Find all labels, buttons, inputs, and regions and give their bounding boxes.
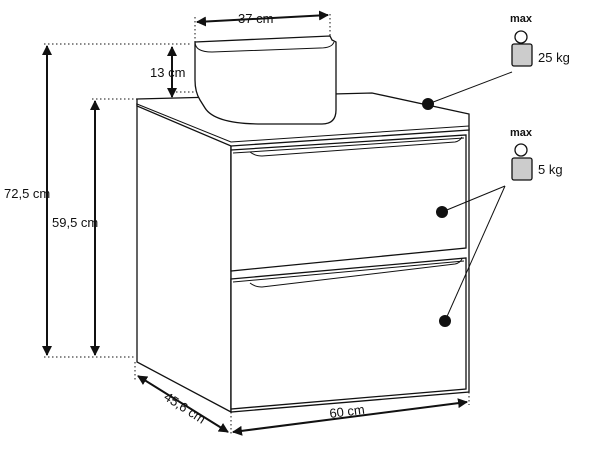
upper-drawer-handle xyxy=(249,136,463,157)
basin xyxy=(194,35,337,125)
cabinet-side-panel xyxy=(136,103,232,414)
lower-drawer-handle xyxy=(249,258,463,288)
countertop-max-label: max xyxy=(510,13,533,25)
top-width-label: 37 cm xyxy=(238,11,273,26)
upper-drawer xyxy=(230,134,467,272)
weight-icon xyxy=(511,30,533,67)
total-height-label: 72,5 cm xyxy=(4,186,50,201)
weight-icon xyxy=(511,143,533,181)
lower-drawer xyxy=(230,257,467,410)
dimension-arrow-icon xyxy=(42,10,468,436)
drawer-max-load: 5 kg xyxy=(538,162,563,177)
basin-height-label: 13 cm xyxy=(150,65,185,80)
width-label: 60 cm xyxy=(329,402,366,421)
drawer-max-label: max xyxy=(510,127,533,139)
cabinet-height-label: 59,5 cm xyxy=(52,215,98,230)
countertop-max-load: 25 kg xyxy=(538,50,570,65)
